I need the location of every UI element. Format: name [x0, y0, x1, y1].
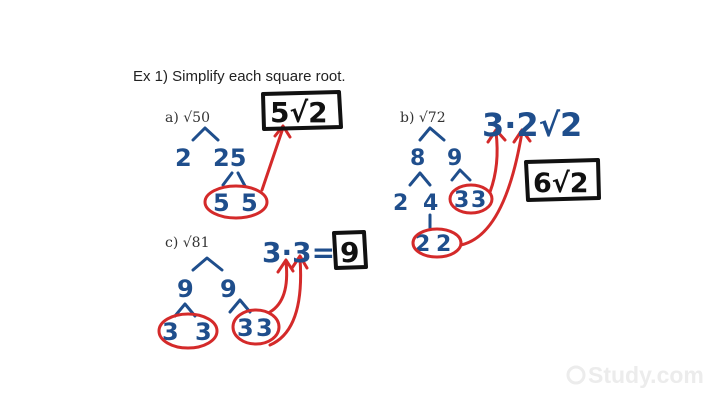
branch [418, 126, 446, 142]
factor: 3 [237, 314, 254, 342]
answer: 6√2 [533, 168, 589, 199]
factor: 3 [454, 188, 469, 213]
answer-box [261, 90, 343, 131]
problem-a: a) √50 2 25 5 5 5√2 [165, 90, 343, 220]
answer: 5√2 [270, 96, 328, 129]
arrow [459, 128, 532, 247]
arrow [268, 254, 309, 347]
pair-circle [231, 308, 281, 346]
factor: 9 [220, 275, 237, 303]
problem-c: c) √81 9 9 3 3 3 3 3·3= 9 [157, 230, 368, 350]
factor: 8 [410, 146, 425, 171]
problem-c-label: c) √81 [165, 235, 210, 251]
answer-box [524, 158, 601, 202]
example-title: Ex 1) Simplify each square root. [133, 68, 346, 85]
pair-circle [203, 184, 269, 220]
branch [191, 126, 220, 142]
pair-circle [448, 183, 494, 215]
work: 3·2√2 [482, 106, 582, 144]
problem-a-label: a) √50 [165, 110, 210, 126]
answer: 9 [340, 236, 359, 269]
problem-b: b) √72 8 9 2 4 3 3 2 2 3·2√2 6√2 [393, 106, 601, 259]
factor: 5 [241, 189, 258, 217]
factor: 3 [162, 318, 179, 346]
factor: 5 [213, 189, 230, 217]
answer-box [332, 230, 368, 270]
arrow [260, 124, 292, 192]
branch [408, 168, 472, 187]
arrow [486, 128, 507, 194]
factor: 3 [471, 188, 486, 213]
study-logo-watermark: Study.com [566, 362, 704, 388]
factor: 3 [195, 318, 212, 346]
factor: 2 [175, 144, 192, 172]
watermark-text: Study.com [588, 362, 704, 388]
factor: 9 [447, 146, 462, 171]
factor: 2 [393, 191, 408, 216]
factor: 2 [436, 232, 451, 257]
branch [221, 171, 247, 188]
problem-b-label: b) √72 [400, 110, 446, 126]
logo-icon [566, 365, 586, 385]
factor: 25 [213, 144, 246, 172]
pair-circle [157, 312, 219, 350]
work: 3·3= [262, 236, 335, 269]
factor: 9 [177, 275, 194, 303]
factor: 4 [423, 191, 438, 216]
pair-circle [411, 227, 463, 259]
branch [191, 256, 224, 272]
factor: 3 [256, 314, 273, 342]
branch [173, 298, 252, 318]
